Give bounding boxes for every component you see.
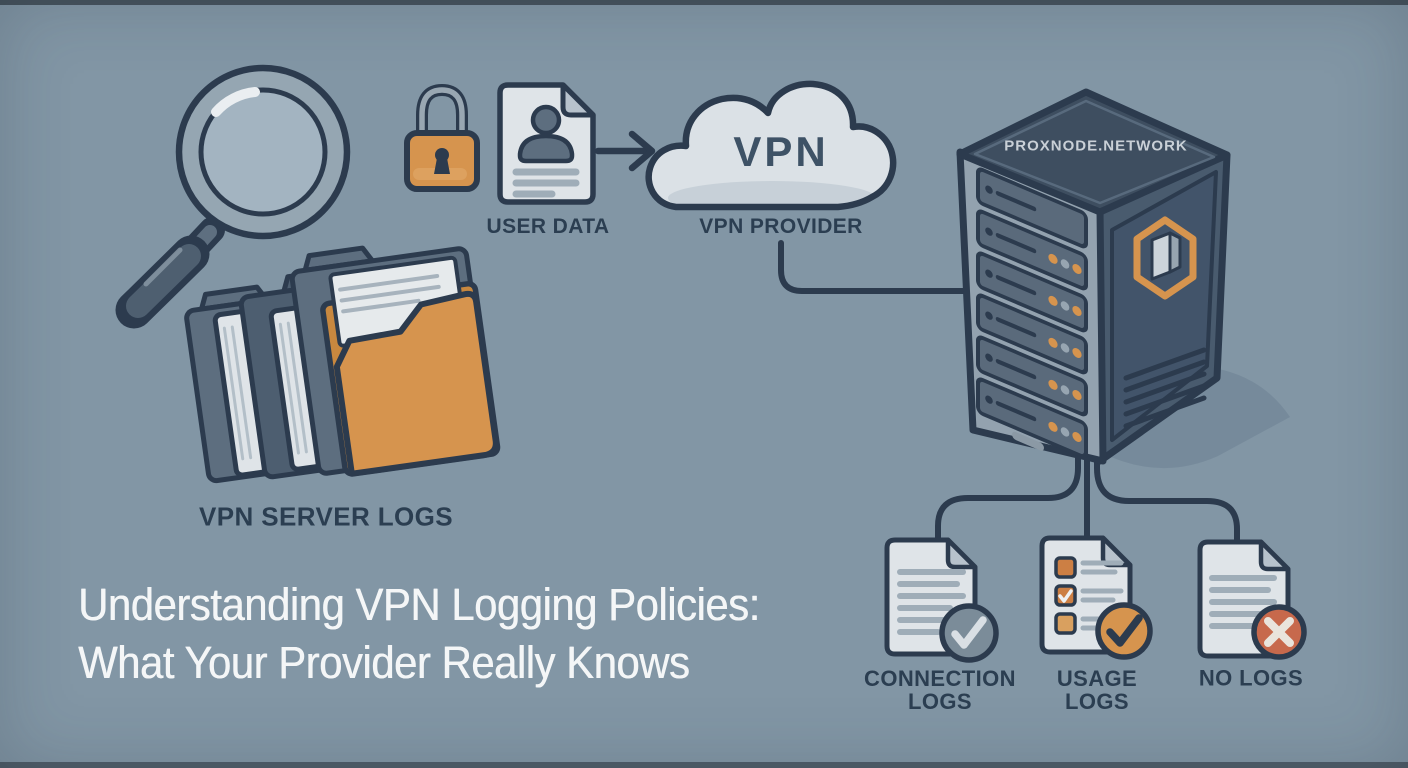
hexagon-logo-icon (1133, 216, 1197, 300)
connector-cloud-to-server (778, 240, 973, 294)
check-icon (939, 603, 999, 663)
usage-logs-label-line1: USAGE (1056, 666, 1138, 691)
magnifier-icon (115, 64, 351, 329)
vpn-cloud-text: VPN (733, 128, 829, 175)
connector-server-to-logs (935, 452, 1240, 546)
usage-logs-document-icon (1039, 535, 1153, 660)
user-data-label: USER DATA (486, 215, 610, 238)
page-title-line1: Understanding VPN Logging Policies: (78, 579, 760, 630)
connection-logs-label-line1: CONNECTION (864, 666, 1016, 691)
page-title-line2: What Your Provider Really Knows (78, 637, 690, 688)
server-hostname-label: PROXNODE.NETWORK (1004, 137, 1188, 155)
user-data-document-icon (497, 82, 596, 205)
page-title: Understanding VPN Logging Policies: What… (78, 576, 760, 692)
connection-logs-document-icon (884, 537, 999, 663)
x-icon (1251, 604, 1307, 660)
folder-stack-icon (184, 245, 501, 484)
no-logs-document-icon (1197, 539, 1307, 660)
usage-logs-label: USAGE LOGS (1057, 667, 1137, 713)
usage-logs-label-line2: LOGS (1065, 689, 1129, 714)
arrow-icon (594, 130, 656, 172)
server-icon (956, 88, 1231, 465)
vpn-provider-label: VPN PROVIDER (699, 215, 863, 238)
no-logs-label: NO LOGS (1198, 665, 1304, 691)
connection-logs-label-line2: LOGS (908, 689, 972, 714)
check-icon (1095, 602, 1153, 660)
vpn-cloud-icon (645, 80, 897, 211)
vpn-server-logs-label: VPN SERVER LOGS (198, 501, 454, 532)
vent-lines (1123, 347, 1207, 429)
padlock-icon (404, 84, 480, 192)
connection-logs-label: CONNECTION LOGS (864, 667, 1016, 713)
